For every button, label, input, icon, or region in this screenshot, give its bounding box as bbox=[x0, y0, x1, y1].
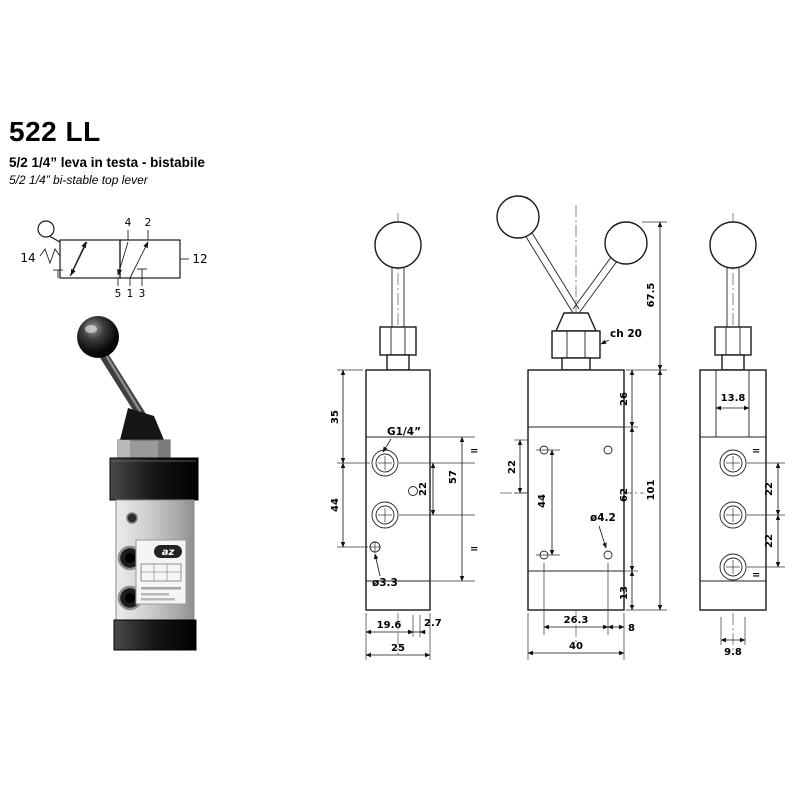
top-end-block bbox=[109, 457, 199, 501]
dim-22-left: 22 bbox=[507, 439, 528, 494]
port-label-4: 4 bbox=[125, 217, 132, 229]
lever-position-tilted bbox=[496, 195, 580, 314]
flow-paths-right bbox=[117, 241, 149, 279]
subtitle-english: 5/2 1/4” bi-stable top lever bbox=[9, 173, 148, 187]
port-label-2: 2 bbox=[145, 217, 152, 229]
dim-22-text: 22 bbox=[418, 482, 429, 496]
end-equal-mark-top: = bbox=[752, 446, 760, 457]
end-equal-mark-bottom: = bbox=[752, 570, 760, 581]
dim-22-lower-text: 22 bbox=[764, 534, 775, 548]
subtitle-italian: 5/2 1/4” leva in testa - bistabile bbox=[9, 155, 205, 170]
valve-schematic-symbol: 4 2 5 1 3 14 12 bbox=[20, 217, 207, 300]
pilot-port-hole bbox=[126, 512, 138, 524]
dim-19-6-text: 19.6 bbox=[377, 620, 402, 631]
product-photo: az bbox=[77, 316, 199, 651]
dim-22-left-text: 22 bbox=[507, 460, 518, 474]
end-view-drawing: 13.8 22 22 = = 9.8 bbox=[699, 213, 785, 658]
port-label-3: 3 bbox=[139, 288, 146, 300]
dim-13-8: 13.8 bbox=[715, 393, 750, 411]
dim-40-text: 40 bbox=[569, 641, 583, 652]
label-hole-o42: ø4.2 bbox=[590, 512, 616, 549]
pilot-label-12: 12 bbox=[192, 252, 207, 266]
product-label-sticker: az bbox=[135, 539, 187, 605]
side-boot-and-nut bbox=[551, 312, 601, 371]
label-hole-o33: ø3.3 bbox=[372, 553, 398, 589]
dim-25-text: 25 bbox=[391, 643, 405, 654]
dim-22-upper-text: 22 bbox=[764, 482, 775, 496]
lever-position-upright bbox=[572, 221, 648, 314]
label-port-thread: G1/4” bbox=[382, 426, 421, 453]
title-block: 522 LL 5/2 1/4” leva in testa - bistabil… bbox=[9, 116, 205, 187]
front-body bbox=[365, 369, 431, 611]
dim-101-text: 101 bbox=[646, 480, 657, 501]
port-thread-text: G1/4” bbox=[387, 426, 421, 438]
lever-assembly bbox=[77, 316, 164, 440]
dim-9-8-text: 9.8 bbox=[724, 647, 742, 658]
side-body bbox=[527, 369, 625, 611]
dim-2-7: 2.7 bbox=[407, 618, 442, 635]
brand-logo: az bbox=[162, 547, 175, 558]
equal-mark-top: = bbox=[470, 446, 478, 457]
dim-13-text: 13 bbox=[619, 586, 630, 600]
end-lever bbox=[709, 221, 757, 371]
dim-44-holes: 44 bbox=[536, 449, 560, 556]
port-stubs bbox=[117, 230, 189, 286]
pilot-label-14: 14 bbox=[20, 251, 35, 265]
dim-62-text: 62 bbox=[619, 488, 630, 502]
detent-spring-icon bbox=[39, 248, 61, 265]
dim-57: 57 = = bbox=[430, 436, 478, 582]
dim-13-8-text: 13.8 bbox=[721, 393, 746, 404]
dim-40: 40 bbox=[527, 641, 625, 656]
dim-44-text: 44 bbox=[537, 494, 548, 508]
dim-25: 25 bbox=[365, 613, 431, 660]
end-ports bbox=[719, 449, 747, 581]
hex-collar bbox=[117, 439, 171, 459]
dim-35-text: 35 bbox=[330, 410, 341, 424]
lever-boot bbox=[120, 408, 164, 440]
dim-44: 44 bbox=[330, 462, 368, 548]
hole-o42-text: ø4.2 bbox=[590, 512, 616, 524]
dim-44-text: 44 bbox=[330, 498, 341, 512]
product-code: 522 LL bbox=[9, 116, 101, 147]
side-view-drawing: ch 20 67.5 26 62 13 101 bbox=[496, 195, 667, 660]
front-lever bbox=[374, 221, 422, 371]
bottom-end-block bbox=[113, 619, 197, 651]
equal-mark-bottom: = bbox=[470, 544, 478, 555]
dim-26-text: 26 bbox=[619, 392, 630, 406]
dim-9-8: 9.8 bbox=[720, 617, 746, 658]
dim-67-5-text: 67.5 bbox=[646, 283, 657, 308]
dim-26-3-text: 26.3 bbox=[564, 615, 589, 626]
dim-26-3: 26.3 bbox=[543, 563, 609, 635]
flow-paths-left bbox=[53, 241, 88, 278]
dim-2-7-text: 2.7 bbox=[424, 618, 442, 629]
dim-35: 35 bbox=[330, 369, 370, 464]
dim-22-lower: 22 bbox=[747, 514, 785, 568]
dim-57-text: 57 bbox=[448, 470, 459, 484]
front-view-drawing: G1/4” 35 44 22 57 = = ø3 bbox=[330, 213, 478, 660]
label-hex-ch20: ch 20 bbox=[600, 328, 642, 345]
ball-knob bbox=[77, 316, 119, 358]
lever-actuator-icon bbox=[37, 220, 61, 243]
hex-ch20-text: ch 20 bbox=[610, 328, 642, 340]
port-label-1: 1 bbox=[127, 288, 134, 300]
port-label-5: 5 bbox=[115, 288, 122, 300]
dim-101: 101 bbox=[646, 369, 663, 611]
dim-8-text: 8 bbox=[628, 623, 635, 634]
hole-o33-text: ø3.3 bbox=[372, 577, 398, 589]
